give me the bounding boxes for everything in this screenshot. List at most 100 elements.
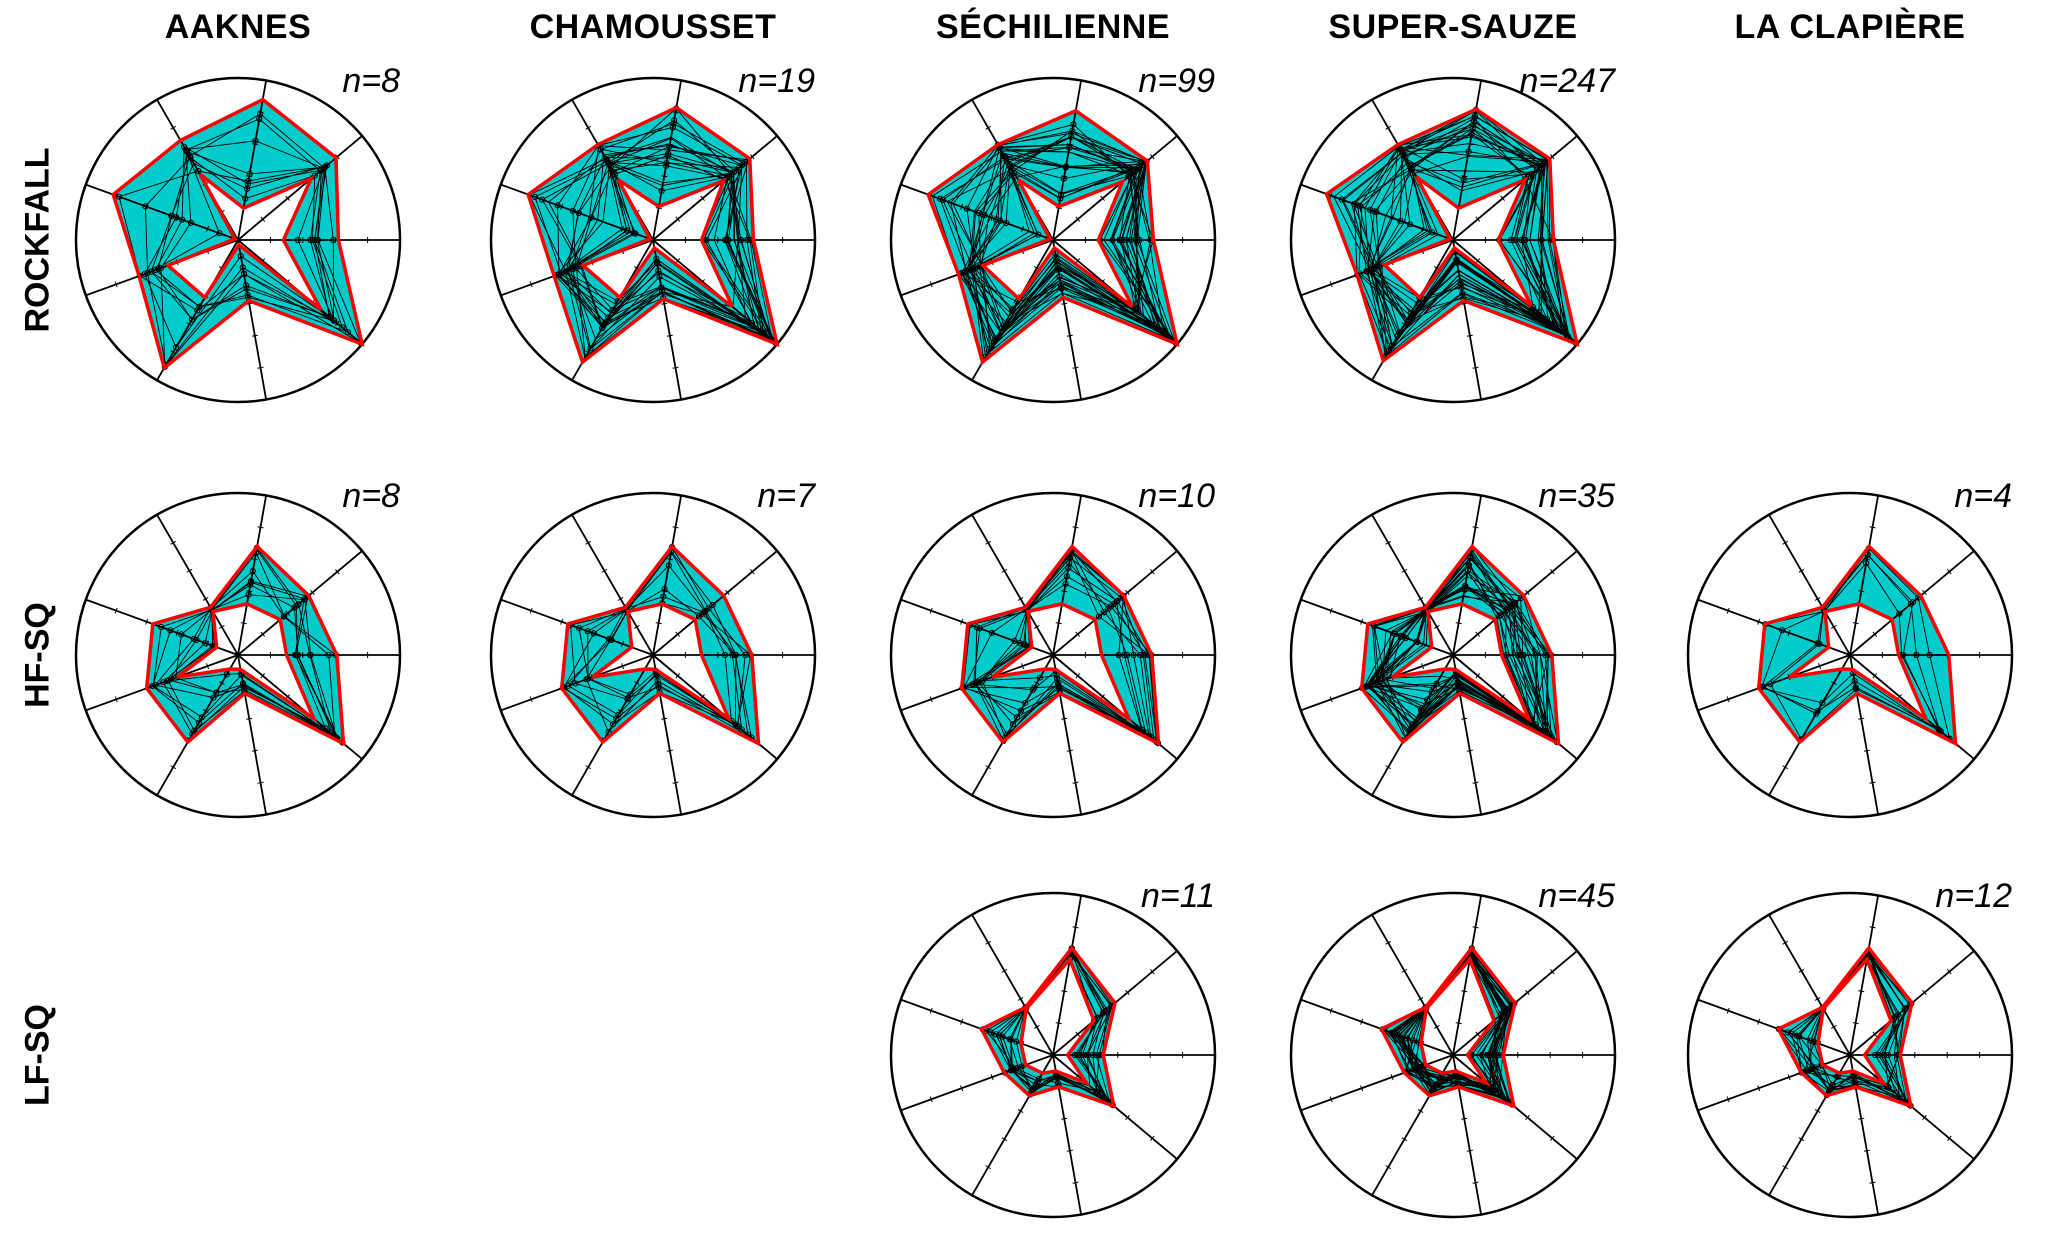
radar-axis-tick [1075,673,1081,679]
radar-axis-tick [633,681,640,686]
column-title-la-clapiere: LA CLAPIÈRE [1734,8,1966,46]
radar-panel-super-sauze-hf-sq: n=35 [1289,477,1617,819]
event-line [1374,571,1547,734]
event-line [950,132,1176,353]
radar-axis-tick [985,940,992,945]
event-marker [1062,580,1069,588]
event-marker [172,344,180,351]
radar-axis-tick [1475,258,1481,264]
event-marker [190,635,197,643]
event-marker [1055,681,1062,688]
event-marker [1060,175,1067,182]
event-marker [238,672,245,679]
event-marker [154,266,162,273]
event-marker [1009,721,1017,728]
radar-axis-tick [700,195,705,201]
event-marker [195,167,202,175]
radar-axis-tick [1001,568,1008,573]
event-line [569,145,760,341]
event-marker [1373,209,1380,216]
radar-axis-tick [666,334,673,337]
radar-axis-spoke [1300,998,1454,1056]
radar-axis-tick [1455,1022,1462,1025]
radar-axis-spoke [571,514,654,656]
event-line [1762,553,1941,732]
radar-axis-tick [990,1074,994,1081]
radar-axis-spoke [237,495,267,656]
radar-axis-tick [1072,366,1079,369]
event-marker [1816,640,1823,648]
event-line [566,144,746,319]
radar-axis-tick [1001,1137,1008,1142]
radar-axis-tick [1329,696,1333,703]
radar-axis-tick [114,696,118,703]
event-marker [307,651,314,659]
max-envelope [526,105,780,366]
event-marker [1103,1006,1111,1013]
event-marker [1076,1051,1083,1059]
event-marker [584,628,591,635]
event-marker [142,203,149,210]
radar-axis-tick [1021,225,1025,232]
radar-axis-tick [960,1085,964,1092]
event-marker [963,205,971,212]
column-title-chamousset: CHAMOUSSET [529,8,777,46]
min-envelope [1419,955,1496,1087]
event-marker [1402,634,1409,641]
radar-axis-tick [1947,969,1952,975]
radar-axis-tick [725,589,730,596]
radar-axis-tick [1466,334,1473,337]
max-envelope [1359,543,1561,747]
column-title-aaknes: AAKNES [164,8,312,46]
event-line [1371,128,1548,320]
radar-axis-spoke [85,654,239,712]
envelope-inner-clear [1021,959,1094,1084]
radar-axis-tick [1075,631,1081,637]
radar-axis-tick [1830,624,1837,629]
event-marker [539,196,546,203]
radar-axis-tick [1100,195,1105,201]
event-marker [216,230,223,237]
radar-axis-tick [170,765,177,770]
event-count-label: n=8 [342,62,400,100]
event-marker [1114,597,1121,605]
column-title-super-sauze: SUPER-SAUZE [1328,8,1578,46]
event-marker [311,236,318,244]
min-envelope [979,178,1134,308]
event-marker [1926,651,1933,659]
radar-axis-tick [1782,765,1789,770]
event-marker [240,683,247,691]
event-line [1389,956,1507,1093]
min-envelope [1816,955,1893,1087]
event-marker [937,195,944,202]
min-envelope [1391,602,1533,724]
radar-axis-tick [202,596,209,601]
radar-axis-tick [1421,663,1425,670]
radar-axis-spoke [1052,1054,1082,1215]
radar-axis-tick [1329,281,1333,288]
radar-axis-tick [1475,631,1481,637]
event-marker [1433,680,1440,687]
radar-axis-tick [170,540,177,545]
radar-axis-tick [585,125,592,130]
event-count-label: n=99 [1138,62,1215,100]
radar-axis-tick [1757,618,1761,625]
radar-axis-tick [1461,1117,1468,1120]
radar-axis-tick [617,596,624,601]
event-marker [588,214,595,221]
radar-axis-tick [1385,125,1392,130]
event-marker [1508,602,1515,610]
radar-axis-tick [1525,1114,1530,1121]
event-count-label: n=12 [1935,877,2012,915]
radar-axis-tick [1863,1149,1870,1152]
event-marker [1094,1089,1102,1096]
radar-axis-tick [1798,968,1805,973]
radar-axis-spoke [1697,654,1851,712]
radar-axis-tick [1550,569,1555,575]
radar-axis-tick [1066,749,1073,752]
event-marker [158,623,165,631]
event-marker [1063,573,1071,580]
event-marker [198,714,206,721]
radar-axis-tick [1472,526,1479,529]
radar-axis-tick [675,673,681,679]
